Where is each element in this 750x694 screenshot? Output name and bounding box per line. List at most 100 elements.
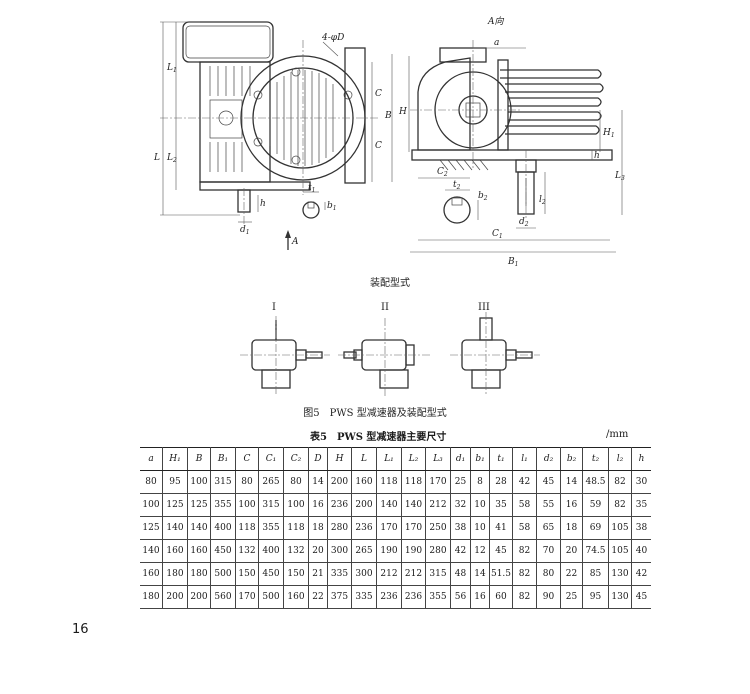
label-d1: d1 bbox=[240, 225, 250, 236]
table-cell: 170 bbox=[401, 516, 426, 540]
table-cell: 160 bbox=[162, 539, 188, 563]
table-cell: 315 bbox=[258, 493, 284, 517]
table-cell: 100 bbox=[140, 493, 163, 517]
type-ii-label: II bbox=[381, 302, 389, 313]
table-cell: 250 bbox=[425, 516, 451, 540]
table-cell: 100 bbox=[283, 493, 309, 517]
table-cell: 105 bbox=[608, 539, 632, 563]
table-cell: 59 bbox=[582, 493, 609, 517]
table-cell: 375 bbox=[327, 585, 352, 609]
label-l2: L2 bbox=[166, 153, 177, 164]
label-h1: H1 bbox=[602, 128, 615, 139]
page-number: 16 bbox=[72, 622, 89, 637]
table-cell: 118 bbox=[283, 516, 309, 540]
label-l3: L3 bbox=[614, 171, 625, 182]
table-cell: 51.5 bbox=[489, 562, 513, 586]
label-t1: t1 bbox=[308, 183, 315, 194]
table-cell: 300 bbox=[351, 562, 377, 586]
table-cell: 14 bbox=[560, 470, 583, 494]
table-cell: 212 bbox=[376, 562, 402, 586]
table-cell: 355 bbox=[258, 516, 284, 540]
column-header: D bbox=[308, 447, 328, 471]
label-d2: d2 bbox=[519, 217, 529, 228]
label-t2: t2 bbox=[453, 180, 461, 191]
label-b: B bbox=[384, 111, 392, 121]
table-cell: 82 bbox=[608, 470, 632, 494]
front-view bbox=[160, 21, 393, 250]
column-header: t₂ bbox=[582, 447, 609, 471]
table-cell: 450 bbox=[210, 539, 236, 563]
table-cell: 100 bbox=[187, 470, 211, 494]
table-cell: 80 bbox=[536, 562, 561, 586]
table-cell: 20 bbox=[308, 539, 328, 563]
table-cell: 10 bbox=[470, 516, 490, 540]
table-cell: 25 bbox=[450, 470, 471, 494]
label-c-top: C bbox=[375, 89, 382, 99]
table-cell: 170 bbox=[376, 516, 402, 540]
table-cell: 200 bbox=[351, 493, 377, 517]
table-cell: 400 bbox=[210, 516, 236, 540]
table-cell: 45 bbox=[489, 539, 513, 563]
table-cell: 80 bbox=[283, 470, 309, 494]
table-cell: 21 bbox=[308, 562, 328, 586]
table-cell: 80 bbox=[235, 470, 259, 494]
table-cell: 400 bbox=[258, 539, 284, 563]
label-b1: b1 bbox=[327, 201, 337, 212]
table-cell: 140 bbox=[140, 539, 163, 563]
column-header: t₁ bbox=[489, 447, 513, 471]
column-header: L₂ bbox=[401, 447, 426, 471]
table-cell: 58 bbox=[512, 493, 537, 517]
column-header: l₁ bbox=[512, 447, 537, 471]
column-header: h bbox=[631, 447, 651, 471]
label-c1: C1 bbox=[492, 229, 503, 240]
table-cell: 58 bbox=[512, 516, 537, 540]
table-title: 表5 PWS 型减速器主要尺寸 bbox=[310, 432, 447, 443]
table-cell: 100 bbox=[235, 493, 259, 517]
table-cell: 130 bbox=[608, 562, 632, 586]
table-cell: 160 bbox=[187, 539, 211, 563]
table-cell: 48.5 bbox=[582, 470, 609, 494]
table-cell: 212 bbox=[401, 562, 426, 586]
table-cell: 236 bbox=[327, 493, 352, 517]
table-cell: 200 bbox=[187, 585, 211, 609]
table-cell: 10 bbox=[470, 493, 490, 517]
column-header: d₂ bbox=[536, 447, 561, 471]
table-cell: 140 bbox=[401, 493, 426, 517]
label-l1: L1 bbox=[166, 63, 177, 74]
table-cell: 118 bbox=[401, 470, 426, 494]
table-cell: 170 bbox=[235, 585, 259, 609]
table-cell: 170 bbox=[425, 470, 451, 494]
table-cell: 130 bbox=[608, 585, 632, 609]
table-cell: 236 bbox=[376, 585, 402, 609]
table-cell: 95 bbox=[582, 585, 609, 609]
table-cell: 355 bbox=[425, 585, 451, 609]
figure-caption: 图5 PWS 型减速器及装配型式 bbox=[303, 408, 447, 419]
table-cell: 95 bbox=[162, 470, 188, 494]
table-cell: 42 bbox=[512, 470, 537, 494]
table-cell: 125 bbox=[140, 516, 163, 540]
table-cell: 30 bbox=[631, 470, 651, 494]
table-cell: 125 bbox=[162, 493, 188, 517]
table-cell: 42 bbox=[631, 562, 651, 586]
column-header: b₁ bbox=[470, 447, 490, 471]
table-cell: 82 bbox=[512, 585, 537, 609]
table-cell: 40 bbox=[631, 539, 651, 563]
column-header: B₁ bbox=[210, 447, 236, 471]
column-header: C₁ bbox=[258, 447, 284, 471]
table-cell: 70 bbox=[536, 539, 561, 563]
table-cell: 118 bbox=[235, 516, 259, 540]
table-cell: 160 bbox=[351, 470, 377, 494]
table-cell: 12 bbox=[470, 539, 490, 563]
label-b2: b2 bbox=[478, 191, 488, 202]
table-cell: 212 bbox=[425, 493, 451, 517]
column-header: a bbox=[140, 447, 163, 471]
label-l: L bbox=[153, 153, 160, 163]
table-cell: 125 bbox=[187, 493, 211, 517]
table-cell: 82 bbox=[608, 493, 632, 517]
